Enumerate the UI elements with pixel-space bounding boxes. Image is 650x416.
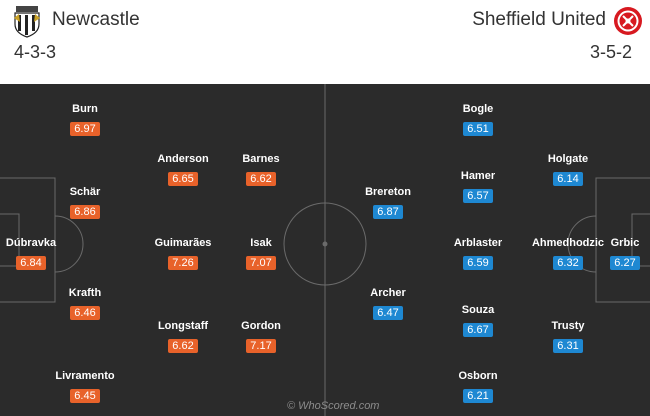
player-name: Burn xyxy=(72,103,98,115)
player-name: Grbic xyxy=(610,237,640,249)
whoscored-watermark: © WhoScored.com xyxy=(287,400,380,412)
player-name: Isak xyxy=(250,237,272,249)
player-rating: 6.84 xyxy=(16,256,46,270)
home-player[interactable]: Schär 6.86 xyxy=(45,186,125,220)
away-player[interactable]: Ahmedhodzic 6.32 xyxy=(528,237,608,271)
player-name: Dúbravka xyxy=(5,237,57,249)
player-rating: 6.62 xyxy=(168,339,198,353)
home-team-name: Newcastle xyxy=(52,9,140,30)
player-name: Bogle xyxy=(462,103,494,115)
sheffield-united-crest-icon xyxy=(614,7,642,35)
player-name: Brereton xyxy=(365,186,411,198)
away-player[interactable]: Osborn 6.21 xyxy=(438,370,518,404)
pitch-markings xyxy=(0,84,650,416)
home-player[interactable]: Barnes 6.62 xyxy=(221,153,301,187)
newcastle-crest-icon xyxy=(14,6,40,38)
player-rating: 6.86 xyxy=(70,205,100,219)
player-name: Longstaff xyxy=(157,320,209,332)
player-name: Gordon xyxy=(241,320,281,332)
away-player[interactable]: Hamer 6.57 xyxy=(438,170,518,204)
player-name: Ahmedhodzic xyxy=(531,237,605,249)
away-player[interactable]: Souza 6.67 xyxy=(438,304,518,338)
away-player[interactable]: Arblaster 6.59 xyxy=(438,237,518,271)
player-rating: 6.62 xyxy=(246,172,276,186)
player-name: Hamer xyxy=(460,170,496,182)
player-rating: 6.21 xyxy=(463,389,493,403)
away-player[interactable]: Brereton 6.87 xyxy=(348,186,428,220)
player-rating: 6.14 xyxy=(553,172,583,186)
player-rating: 6.47 xyxy=(373,306,403,320)
home-player[interactable]: Guimarães 7.26 xyxy=(143,237,223,271)
player-rating: 6.27 xyxy=(610,256,640,270)
away-player[interactable]: Trusty 6.31 xyxy=(528,320,608,354)
player-name: Holgate xyxy=(547,153,589,165)
player-rating: 6.97 xyxy=(70,122,100,136)
player-rating: 7.17 xyxy=(246,339,276,353)
player-name: Anderson xyxy=(157,153,209,165)
player-name: Livramento xyxy=(55,370,115,382)
player-rating: 7.07 xyxy=(246,256,276,270)
away-formation: 3-5-2 xyxy=(589,42,632,62)
player-rating: 6.45 xyxy=(70,389,100,403)
player-rating: 6.31 xyxy=(553,339,583,353)
match-header: Newcastle 4-3-3 Sheffield United 3-5-2 xyxy=(0,0,650,84)
home-player[interactable]: Krafth 6.46 xyxy=(45,287,125,321)
player-rating: 6.51 xyxy=(463,122,493,136)
player-name: Arblaster xyxy=(453,237,503,249)
away-player[interactable]: Archer 6.47 xyxy=(348,287,428,321)
away-player[interactable]: Grbic 6.27 xyxy=(585,237,650,271)
home-player[interactable]: Anderson 6.65 xyxy=(143,153,223,187)
home-player[interactable]: Isak 7.07 xyxy=(221,237,301,271)
player-name: Barnes xyxy=(242,153,280,165)
player-rating: 6.57 xyxy=(463,189,493,203)
player-name: Archer xyxy=(370,287,406,299)
pitch: Burn 6.97 Anderson 6.65 Barnes 6.62 Schä… xyxy=(0,84,650,416)
away-team-name: Sheffield United xyxy=(472,9,606,30)
player-rating: 6.87 xyxy=(373,205,403,219)
player-rating: 6.65 xyxy=(168,172,198,186)
player-name: Osborn xyxy=(458,370,498,382)
home-player[interactable]: Livramento 6.45 xyxy=(45,370,125,404)
player-name: Guimarães xyxy=(154,237,212,249)
player-name: Souza xyxy=(461,304,495,316)
player-name: Trusty xyxy=(551,320,585,332)
player-name: Schär xyxy=(69,186,101,198)
player-rating: 6.32 xyxy=(553,256,583,270)
player-rating: 6.46 xyxy=(70,306,100,320)
home-player[interactable]: Longstaff 6.62 xyxy=(143,320,223,354)
home-player[interactable]: Gordon 7.17 xyxy=(221,320,301,354)
home-player[interactable]: Burn 6.97 xyxy=(45,103,125,137)
home-player[interactable]: Dúbravka 6.84 xyxy=(0,237,71,271)
player-rating: 6.67 xyxy=(463,323,493,337)
away-player[interactable]: Holgate 6.14 xyxy=(528,153,608,187)
player-name: Krafth xyxy=(68,287,102,299)
player-rating: 7.26 xyxy=(168,256,198,270)
player-rating: 6.59 xyxy=(463,256,493,270)
home-formation: 4-3-3 xyxy=(14,42,57,62)
away-player[interactable]: Bogle 6.51 xyxy=(438,103,518,137)
